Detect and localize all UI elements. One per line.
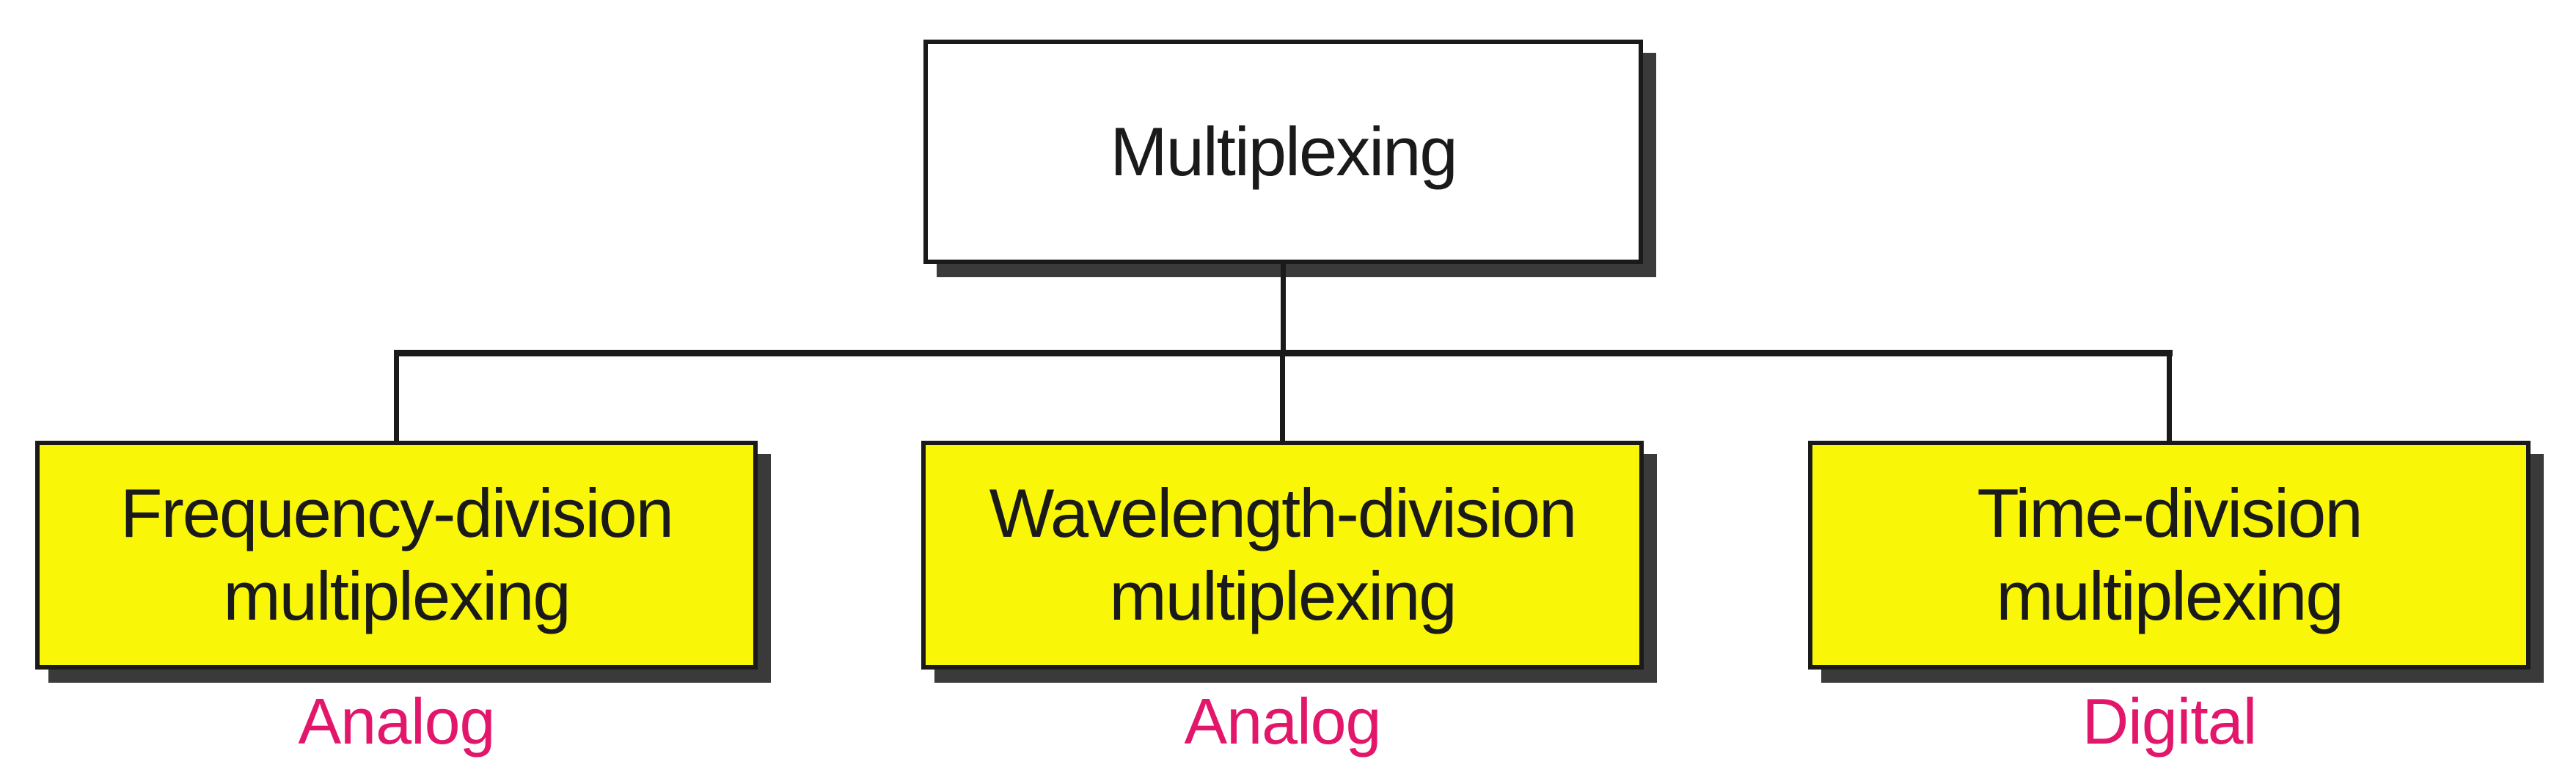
category-label-tdm: Digital	[2082, 685, 2258, 758]
node-multiplexing: Multiplexing	[923, 40, 1643, 264]
node-tdm-label: Time-division multiplexing	[1977, 472, 2363, 638]
connector-root-stem	[1281, 263, 1286, 353]
node-multiplexing-label: Multiplexing	[1110, 112, 1457, 190]
node-wavelength-division-multiplexing: Wavelength-division multiplexing	[921, 441, 1644, 670]
node-fdm-label: Frequency-division multiplexing	[120, 472, 674, 638]
node-time-division-multiplexing: Time-division multiplexing	[1808, 441, 2531, 670]
node-wdm-label-line1: Wavelength-division	[989, 474, 1578, 552]
node-fdm-label-line2: multiplexing	[223, 557, 571, 634]
connector-branch-tdm	[2167, 350, 2172, 444]
node-wdm-label-line2: multiplexing	[1109, 557, 1457, 634]
node-frequency-division-multiplexing: Frequency-division multiplexing	[35, 441, 758, 670]
node-tdm-label-line2: multiplexing	[1996, 557, 2343, 634]
category-label-wdm: Analog	[1184, 685, 1381, 758]
category-label-fdm: Analog	[298, 685, 495, 758]
node-wdm-label: Wavelength-division multiplexing	[989, 472, 1578, 638]
node-fdm-label-line1: Frequency-division	[120, 474, 674, 552]
node-tdm-label-line1: Time-division	[1977, 474, 2363, 552]
connector-branch-fdm	[394, 350, 399, 444]
connector-branch-wdm	[1280, 350, 1285, 444]
